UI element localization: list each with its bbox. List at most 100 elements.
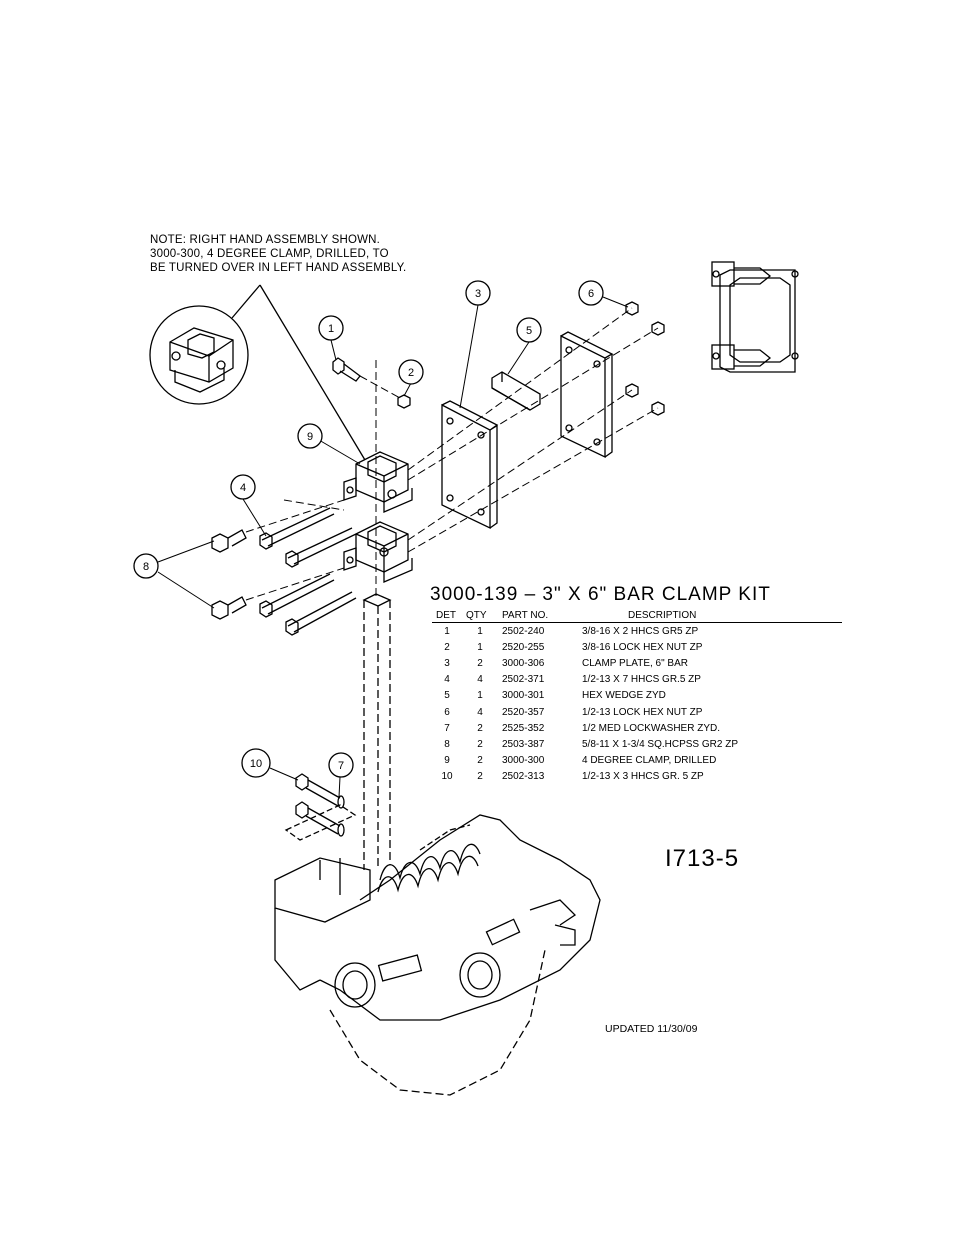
balloon-3: 3 (465, 280, 491, 306)
table-row: 4 4 2502-371 1/2-13 X 7 HHCS GR.5 ZP (432, 672, 842, 688)
assembly-note: NOTE: RIGHT HAND ASSEMBLY SHOWN. 3000-30… (150, 233, 406, 275)
cell-part: 3000-306 (502, 657, 545, 669)
cell-desc: 3/8-16 LOCK HEX NUT ZP (582, 641, 703, 653)
svg-text:2: 2 (408, 367, 414, 379)
cell-part: 3000-300 (502, 755, 545, 767)
cell-det: 4 (444, 674, 450, 686)
cell-desc: 3/8-16 X 2 HHCS GR5 ZP (582, 625, 699, 637)
table-row: 2 1 2520-255 3/8-16 LOCK HEX NUT ZP (432, 639, 842, 655)
cell-det: 9 (444, 755, 450, 767)
cell-qty: 2 (477, 738, 483, 750)
cell-part: 2503-387 (502, 738, 545, 750)
cell-qty: 2 (477, 722, 483, 734)
long-bolts (259, 507, 357, 636)
cell-qty: 2 (477, 657, 483, 669)
cell-qty: 1 (477, 641, 483, 653)
drawing-number: I713-5 (665, 845, 740, 872)
degree-clamp-lower (343, 521, 413, 583)
header-desc: DESCRIPTION (578, 610, 842, 623)
cell-det: 6 (444, 706, 450, 718)
cell-desc: 1/2-13 X 7 HHCS GR.5 ZP (582, 674, 701, 686)
cell-part: 2502-371 (502, 674, 545, 686)
nut-2 (397, 394, 411, 409)
table-row: 10 2 2502-313 1/2-13 X 3 HHCS GR. 5 ZP (432, 769, 842, 785)
cell-part: 2502-313 (502, 771, 545, 783)
parts-table-header: DET QTY PART NO. DESCRIPTION (432, 610, 842, 623)
svg-text:6: 6 (588, 288, 594, 300)
svg-text:4: 4 (240, 482, 246, 494)
degree-clamp-upper (343, 451, 413, 513)
kit-title: 3000-139 – 3" X 6" BAR CLAMP KIT (430, 584, 771, 605)
header-det: DET (432, 610, 462, 623)
cell-desc: 4 DEGREE CLAMP, DRILLED (582, 755, 717, 767)
svg-text:10: 10 (250, 758, 262, 770)
lock-nuts (625, 301, 665, 416)
svg-text:8: 8 (143, 561, 149, 573)
cell-desc: 5/8-11 X 1-3/4 SQ.HCPSS GR2 ZP (582, 738, 738, 750)
detail-callout-view (149, 305, 249, 405)
cell-det: 10 (441, 771, 453, 783)
table-row: 7 2 2525-352 1/2 MED LOCKWASHER ZYD. (432, 720, 842, 736)
cell-det: 1 (444, 625, 450, 637)
cell-part: 2520-357 (502, 706, 545, 718)
cell-desc: 1/2-13 LOCK HEX NUT ZP (582, 706, 703, 718)
svg-text:5: 5 (526, 325, 532, 337)
vertical-bar (362, 593, 392, 870)
row-unit-assembly (274, 804, 601, 1096)
header-part: PART NO. (498, 610, 578, 623)
cell-part: 2525-352 (502, 722, 545, 734)
cell-qty: 4 (477, 706, 483, 718)
balloon-leaders (157, 296, 629, 798)
balloon-7: 7 (328, 752, 354, 778)
short-bolts (295, 773, 345, 837)
cell-qty: 2 (477, 755, 483, 767)
cell-det: 5 (444, 690, 450, 702)
balloon-6: 6 (578, 280, 604, 306)
cell-part: 2502-240 (502, 625, 545, 637)
updated-date: UPDATED 11/30/09 (605, 1023, 698, 1035)
table-row: 9 2 3000-300 4 DEGREE CLAMP, DRILLED (432, 753, 842, 769)
note-leader-lines (231, 284, 366, 461)
note-line: NOTE: RIGHT HAND ASSEMBLY SHOWN. (150, 234, 381, 246)
balloon-4: 4 (230, 474, 256, 500)
cell-det: 3 (444, 657, 450, 669)
note-line: BE TURNED OVER IN LEFT HAND ASSEMBLY. (150, 262, 407, 274)
parts-table: DET QTY PART NO. DESCRIPTION 1 1 2502-240 3… (432, 610, 842, 785)
set-screws (211, 529, 247, 620)
svg-text:9: 9 (307, 431, 313, 443)
balloon-10: 10 (241, 748, 271, 778)
svg-text:7: 7 (338, 760, 344, 772)
svg-text:3: 3 (475, 288, 481, 300)
cell-desc: HEX WEDGE ZYD (582, 690, 666, 702)
clamp-plate-left (441, 400, 499, 530)
hex-wedge (491, 371, 541, 411)
bolt-1 (332, 357, 361, 382)
balloon-8: 8 (133, 553, 159, 579)
cell-part: 3000-301 (502, 690, 545, 702)
top-view-thumbnail (711, 261, 799, 373)
cell-qty: 2 (477, 771, 483, 783)
header-qty: QTY (462, 610, 498, 623)
table-row: 8 2 2503-387 5/8-11 X 1-3/4 SQ.HCPSS GR2 ZP (432, 736, 842, 752)
balloon-5: 5 (516, 317, 542, 343)
cell-desc: 1/2 MED LOCKWASHER ZYD. (582, 722, 720, 734)
svg-text:1: 1 (328, 323, 334, 335)
cell-part: 2520-255 (502, 641, 545, 653)
cell-det: 2 (444, 641, 450, 653)
cell-qty: 4 (477, 674, 483, 686)
clamp-plate-right (560, 331, 614, 459)
cell-qty: 1 (477, 690, 483, 702)
balloon-9: 9 (297, 423, 323, 449)
note-line: 3000-300, 4 DEGREE CLAMP, DRILLED, TO (150, 248, 389, 260)
table-row: 3 2 3000-306 CLAMP PLATE, 6" BAR (432, 655, 842, 671)
cell-desc: CLAMP PLATE, 6" BAR (582, 657, 688, 669)
cell-det: 8 (444, 738, 450, 750)
table-row: 1 1 2502-240 3/8-16 X 2 HHCS GR5 ZP (432, 623, 842, 640)
table-row: 5 1 3000-301 HEX WEDGE ZYD (432, 688, 842, 704)
balloon-1: 1 (318, 315, 344, 341)
cell-det: 7 (444, 722, 450, 734)
balloon-2: 2 (398, 359, 424, 385)
cell-desc: 1/2-13 X 3 HHCS GR. 5 ZP (582, 771, 704, 783)
cell-qty: 1 (477, 625, 483, 637)
